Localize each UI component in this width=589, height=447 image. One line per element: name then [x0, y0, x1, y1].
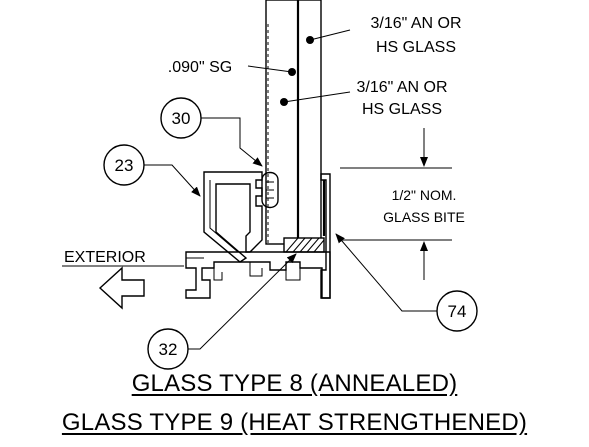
svg-text:30: 30: [172, 109, 191, 128]
glass-bite-dimension: [340, 128, 452, 280]
outer-glass-leader: [309, 29, 351, 41]
frame-extrusion: [185, 251, 331, 299]
outer-glass-lite: [265, 0, 299, 245]
callout-32: 32: [147, 253, 297, 370]
interior-leg-74: [320, 173, 331, 299]
outer-glass-label-line2: HS GLASS: [376, 39, 456, 56]
svg-text:23: 23: [115, 156, 134, 175]
glass-bite-label-line1: 1/2" NOM.: [392, 187, 457, 203]
glass-assembly: [265, 0, 322, 245]
outer-glass-label-line1: 3/16" AN OR: [370, 15, 461, 32]
svg-text:74: 74: [448, 302, 467, 321]
callout-30: 30: [160, 97, 263, 167]
interlayer-label: .090" SG: [168, 59, 232, 76]
inner-glass-label-line2: HS GLASS: [362, 101, 442, 118]
svg-text:32: 32: [159, 340, 178, 359]
wedge-gasket-30: [261, 171, 279, 209]
caption-glass-type-9: GLASS TYPE 9 (HEAT STRENGTHENED): [61, 409, 528, 436]
inner-glass-leader: [283, 91, 351, 103]
callout-74: 74: [335, 233, 478, 332]
callout-23: 23: [103, 144, 201, 197]
setting-block-32: [283, 237, 325, 253]
caption-glass-type-8: GLASS TYPE 8 (ANNEALED): [131, 370, 458, 397]
interlayer-leader: [247, 65, 293, 73]
glass-bite-label-line2: GLASS BITE: [383, 209, 465, 225]
exterior-arrow-icon: [98, 266, 145, 310]
exterior-label: EXTERIOR: [64, 249, 146, 266]
inner-glass-label-line1: 3/16" AN OR: [356, 79, 447, 96]
exterior-stop-23: [203, 171, 263, 263]
